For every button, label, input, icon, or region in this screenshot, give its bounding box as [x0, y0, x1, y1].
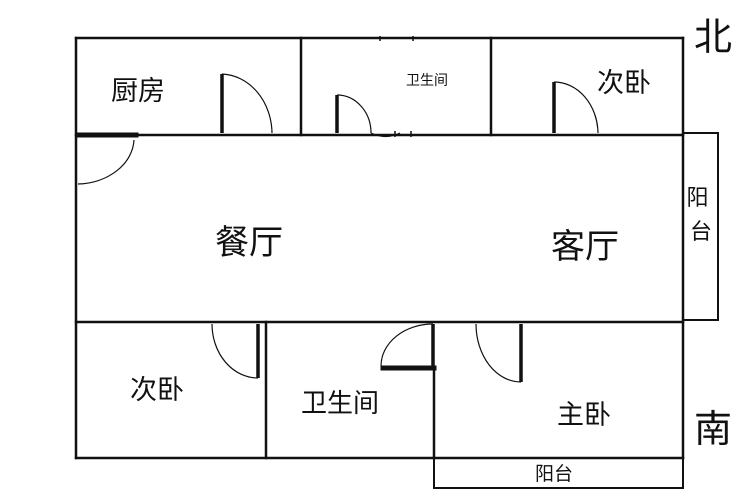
room-label-living: 客厅 — [551, 227, 619, 267]
door-master-bedroom — [475, 323, 523, 383]
doors — [77, 73, 599, 383]
room-label-bathroom-top: 卫生间 — [406, 73, 448, 89]
compass-south: 南 — [694, 407, 732, 451]
door-kitchen — [220, 73, 273, 134]
room-label-kitchen: 厨房 — [111, 76, 165, 107]
room-label-bedroom-top-right: 次卧 — [597, 68, 651, 99]
room-label-balcony-bottom: 阳台 — [535, 463, 573, 485]
door-bedroom-bottom — [211, 323, 260, 379]
door-dining-left — [77, 139, 135, 185]
door-bathroom-bottom — [380, 323, 435, 367]
room-label-bedroom-bottom-left: 次卧 — [130, 375, 184, 406]
room-label-dining: 餐厅 — [215, 223, 283, 263]
compass-north: 北 — [694, 15, 732, 59]
room-label-master-bedroom: 主卧 — [557, 400, 611, 431]
balcony-right-text: 阳 — [686, 186, 708, 211]
door-bathroom-top — [335, 94, 401, 138]
wall-marks — [379, 36, 414, 137]
balcony-right-text-char: 台 — [690, 220, 712, 245]
door-bedroom-top — [552, 81, 599, 134]
room-label-bathroom-bottom: 卫生间 — [301, 389, 379, 419]
room-label-balcony-right: 阳 台 — [686, 186, 715, 245]
walls — [74, 36, 719, 489]
